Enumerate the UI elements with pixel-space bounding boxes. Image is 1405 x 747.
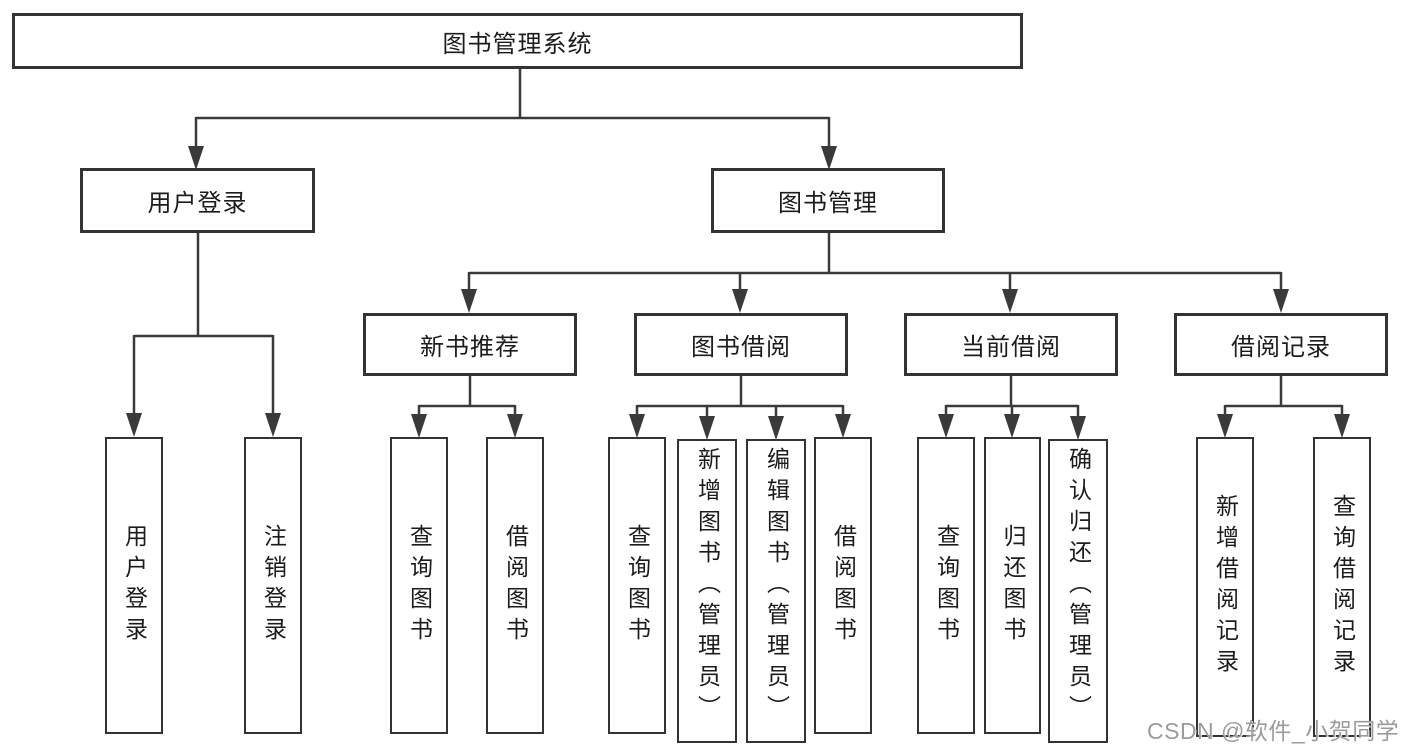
arrow-down-icon (699, 416, 715, 440)
leaf-borrow-books-borrowing: 借阅图书 (814, 437, 872, 734)
leaf-label: 编辑图书（管理员） (763, 447, 790, 726)
arrow-down-icon (1070, 416, 1086, 440)
arrow-down-icon (1004, 414, 1020, 438)
csdn-watermark: CSDN @软件_小贺同学 (1147, 718, 1400, 744)
arrow-down-icon (1217, 414, 1233, 438)
leaf-add-borrow-record: 新增借阅记录 (1196, 437, 1254, 737)
leaf-logout-login: 注销登录 (244, 437, 302, 734)
leaf-label: 查询借阅记录 (1329, 494, 1356, 680)
node-label: 用户登录 (147, 190, 248, 217)
arrow-down-icon (265, 413, 281, 437)
arrow-down-icon (835, 414, 851, 438)
connector-recommendation-branch (411, 376, 523, 438)
node-label: 借阅记录 (1231, 334, 1331, 361)
leaf-query-books-recommend: 查询图书 (390, 437, 448, 734)
arrow-down-icon (629, 414, 645, 438)
arrow-down-icon (411, 414, 427, 438)
connector-book-management-branch (461, 233, 1289, 313)
connector-current-borrowing-branch (938, 376, 1086, 440)
leaf-label: 注销登录 (260, 523, 287, 648)
arrow-down-icon (461, 289, 477, 313)
arrow-down-icon (821, 146, 837, 170)
arrow-down-icon (1273, 289, 1289, 313)
leaf-add-books-admin: 新增图书（管理员） (677, 439, 737, 743)
leaf-label: 查询图书 (933, 523, 960, 648)
leaf-label: 确认归还（管理员） (1065, 447, 1092, 726)
leaf-label: 新增图书（管理员） (694, 447, 721, 726)
arrow-down-icon (126, 413, 142, 437)
node-label: 新书推荐 (420, 334, 520, 361)
node-label: 图书管理系统 (442, 30, 593, 58)
leaf-borrow-books-recommend: 借阅图书 (486, 437, 544, 734)
node-borrowing-records: 借阅记录 (1174, 313, 1388, 376)
node-new-book-recommendation: 新书推荐 (363, 313, 577, 376)
leaf-query-books-current: 查询图书 (917, 437, 975, 734)
leaf-label: 归还图书 (1000, 523, 1026, 648)
node-label: 图书管理 (778, 190, 878, 217)
node-book-management: 图书管理 (711, 168, 945, 233)
connector-borrowing-branch (629, 376, 851, 440)
arrow-down-icon (1002, 289, 1018, 313)
leaf-edit-books-admin: 编辑图书（管理员） (746, 439, 806, 743)
node-book-borrowing: 图书借阅 (634, 313, 848, 376)
node-current-borrowing: 当前借阅 (904, 313, 1118, 376)
leaf-label: 借阅图书 (830, 523, 857, 648)
arrow-down-icon (768, 416, 784, 440)
node-library-management-system: 图书管理系统 (12, 13, 1023, 69)
arrow-down-icon (1334, 414, 1350, 438)
connector-root-to-level1 (188, 69, 837, 170)
arrow-down-icon (188, 146, 204, 170)
leaf-label: 查询图书 (406, 523, 433, 648)
leaf-return-books: 归还图书 (984, 437, 1041, 734)
leaf-confirm-return-admin: 确认归还（管理员） (1048, 439, 1108, 743)
node-label: 当前借阅 (961, 334, 1061, 361)
node-user-login: 用户登录 (80, 168, 315, 233)
leaf-user-login: 用户登录 (105, 437, 163, 734)
leaf-query-books-borrowing: 查询图书 (608, 437, 666, 734)
node-label: 图书借阅 (691, 334, 791, 361)
leaf-label: 查询图书 (624, 523, 651, 648)
leaf-query-borrow-record: 查询借阅记录 (1313, 437, 1371, 737)
leaf-label: 用户登录 (121, 523, 148, 648)
leaf-label: 借阅图书 (502, 523, 529, 648)
connector-records-branch (1217, 376, 1350, 438)
arrow-down-icon (507, 414, 523, 438)
leaf-label: 新增借阅记录 (1212, 494, 1239, 680)
arrow-down-icon (938, 414, 954, 438)
arrow-down-icon (732, 289, 748, 313)
connector-user-login-branch (126, 233, 281, 437)
